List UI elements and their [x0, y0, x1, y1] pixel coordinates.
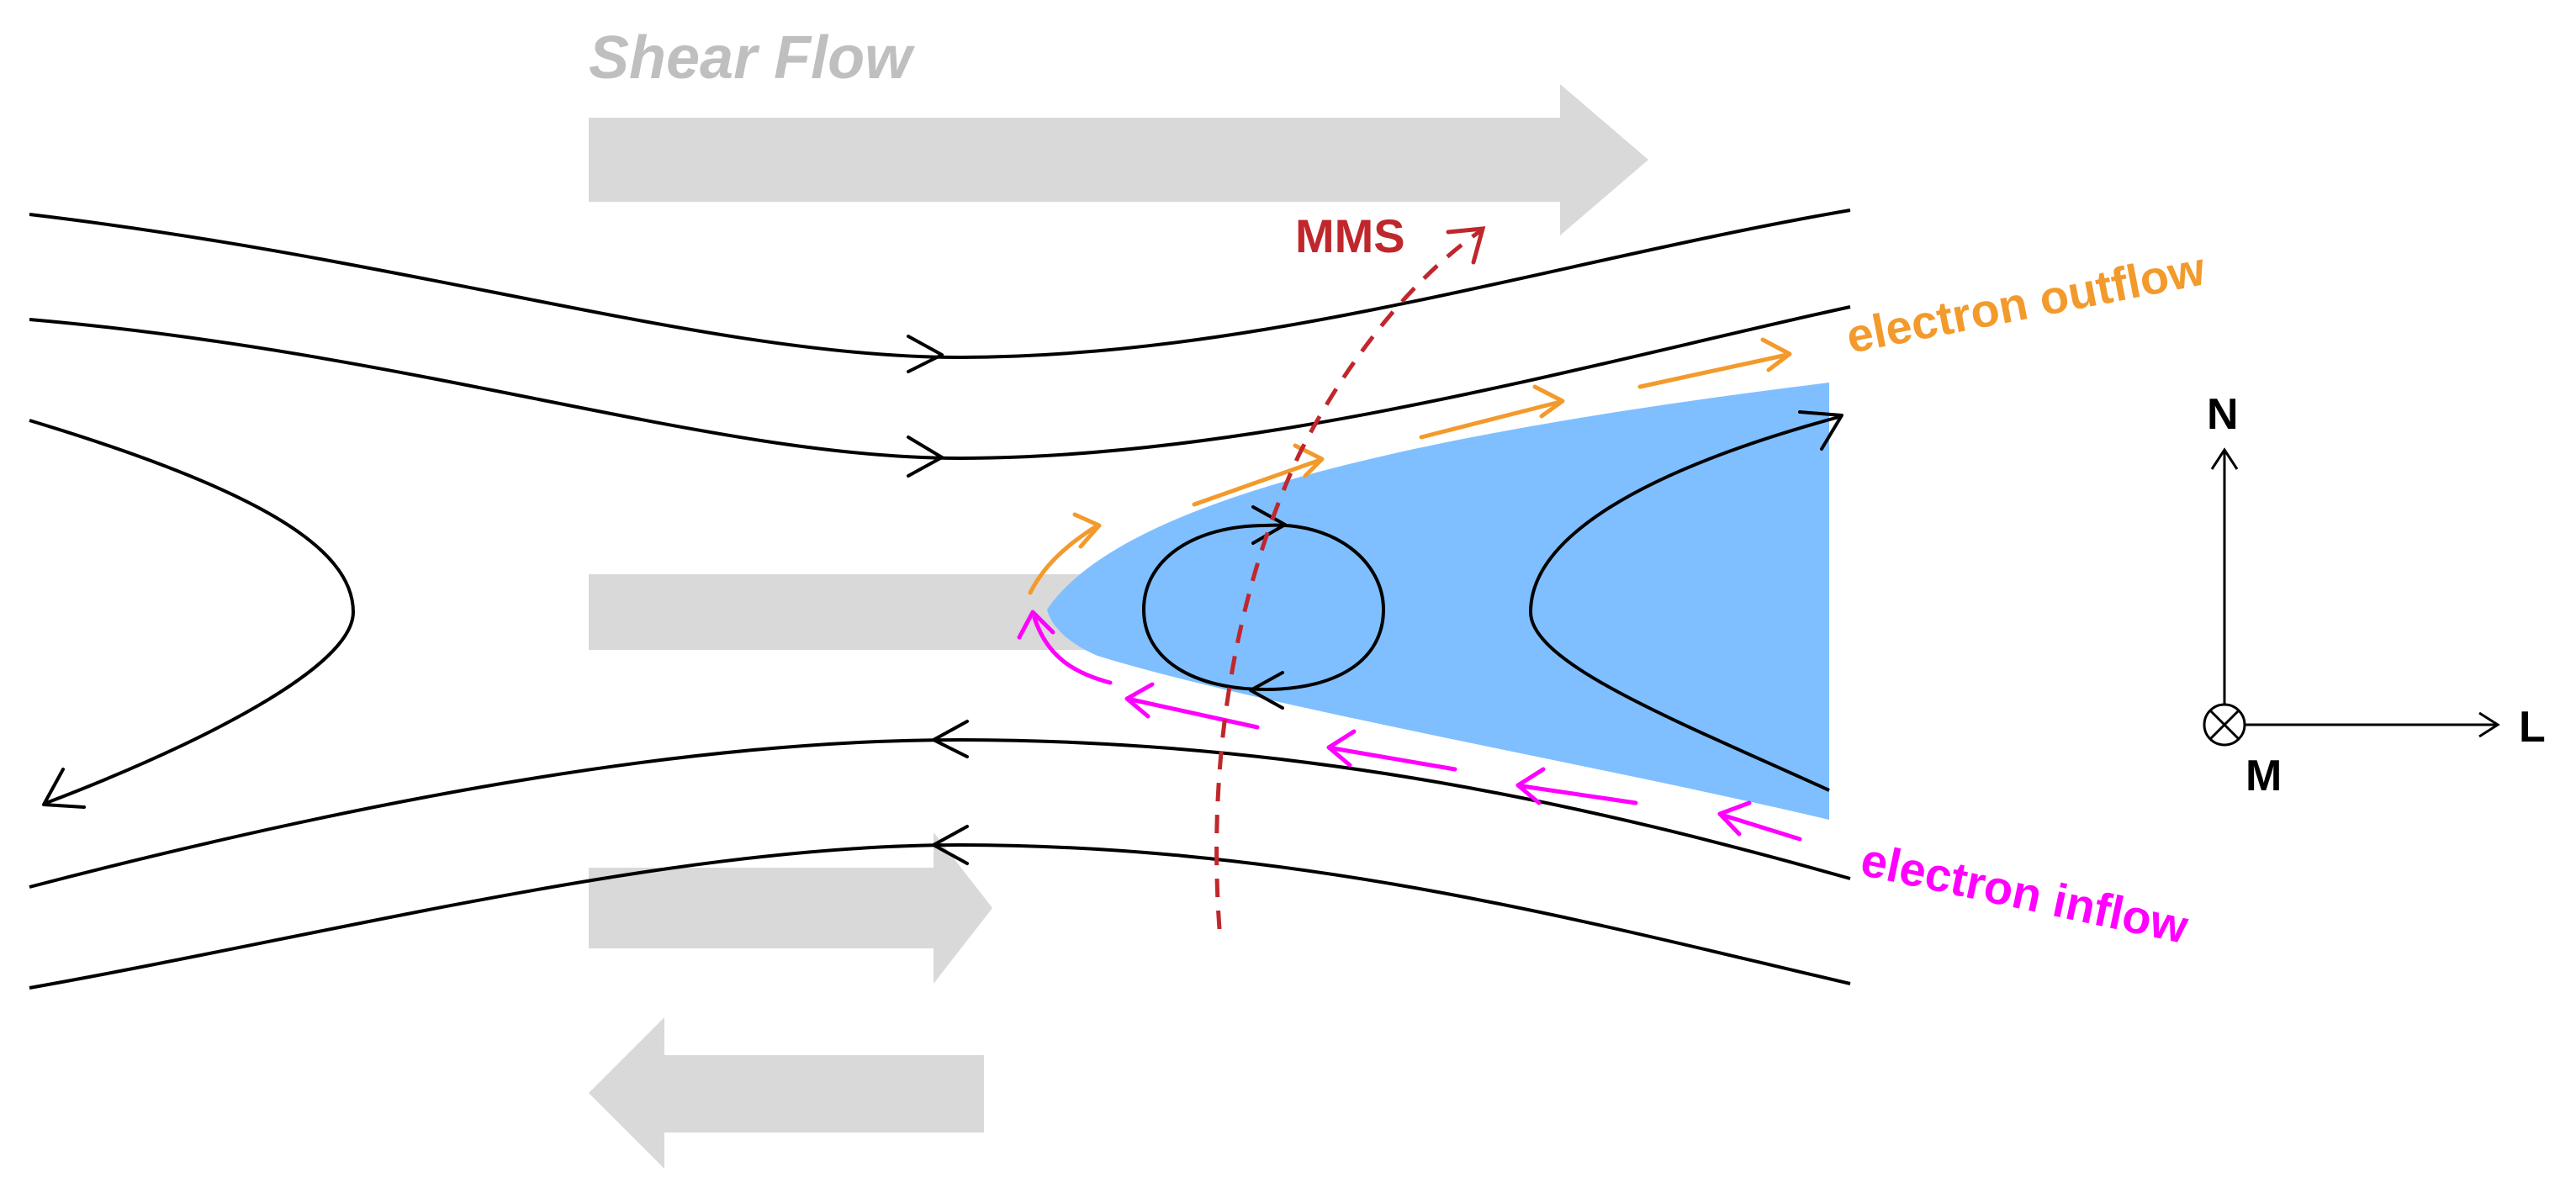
mms-trajectory [1214, 229, 1482, 930]
outflow-arrowhead-icon [1293, 443, 1325, 478]
shear-arrow-lower-left [589, 1017, 984, 1169]
shear-flow-label: Shear Flow [589, 24, 915, 92]
inflow-curve [1032, 615, 1113, 685]
outflow-segment [1637, 352, 1790, 389]
inflow-arrowhead-icon [1326, 729, 1357, 768]
inflow-segment [1129, 697, 1260, 730]
coordinate-axes [2203, 447, 2500, 747]
mms-label: MMS [1295, 209, 1405, 262]
axis-n-label: N [2207, 390, 2239, 439]
m-axis-cross-icon [2208, 709, 2240, 741]
field-line-bottom-1 [29, 737, 1851, 889]
field-direction-arrowheads [42, 335, 1843, 865]
field-line-top-1 [29, 209, 1851, 360]
shear-arrow-lower-right [589, 832, 992, 984]
inflow-arrowhead-icon [1515, 767, 1546, 805]
shear-arrow-top [589, 84, 1648, 235]
inflow-segment [1520, 784, 1638, 805]
arrowhead-right-icon [907, 335, 944, 373]
inflow-arrowhead-icon [1017, 610, 1055, 640]
arrowhead-left-icon [932, 825, 969, 865]
electron-diffusion-region [1047, 383, 1829, 820]
arrowhead-loop-top-icon [1251, 505, 1287, 545]
outflow-segment [1419, 399, 1563, 440]
l-axis-arrowhead-icon [2478, 711, 2500, 738]
outflow-segment [1192, 457, 1323, 507]
mms-arrowhead-icon [1446, 226, 1486, 265]
arrowhead-left-icon [932, 720, 969, 758]
axis-l-label: L [2519, 703, 2546, 752]
electron-outflow-label: electron outflow [1842, 241, 2209, 362]
arrowhead-loop-bottom-icon [1249, 671, 1284, 710]
outflow-arrowhead-icon [1760, 337, 1792, 372]
field-line-top-3 [29, 419, 356, 805]
electron-inflow-label: electron inflow [1857, 832, 2193, 953]
plasmoid-loop [1141, 523, 1386, 692]
n-axis-arrowhead-icon [2210, 447, 2239, 470]
inflow-segment [1330, 746, 1457, 772]
field-line-top-2 [29, 305, 1851, 461]
outflow-arrowhead-icon [1072, 512, 1102, 549]
field-line-right-separatrix [1528, 414, 1843, 792]
electron-inflow-arrows [1017, 610, 1802, 842]
arrowhead-down-left-icon [42, 768, 86, 809]
electron-outflow-arrows [1028, 337, 1792, 595]
inflow-arrowhead-icon [1124, 682, 1155, 719]
axis-m-label: M [2245, 752, 2282, 800]
inflow-segment [1722, 813, 1802, 842]
arrowhead-right-icon [907, 436, 944, 478]
m-axis-circle-icon [2203, 703, 2246, 747]
outflow-arrowhead-icon [1532, 384, 1565, 419]
arrowhead-up-right-icon [1798, 410, 1843, 451]
magnetic-field-lines [29, 209, 1851, 990]
inflow-arrowhead-icon [1717, 800, 1752, 837]
field-line-bottom-2 [29, 842, 1851, 990]
outflow-curve [1028, 523, 1100, 595]
